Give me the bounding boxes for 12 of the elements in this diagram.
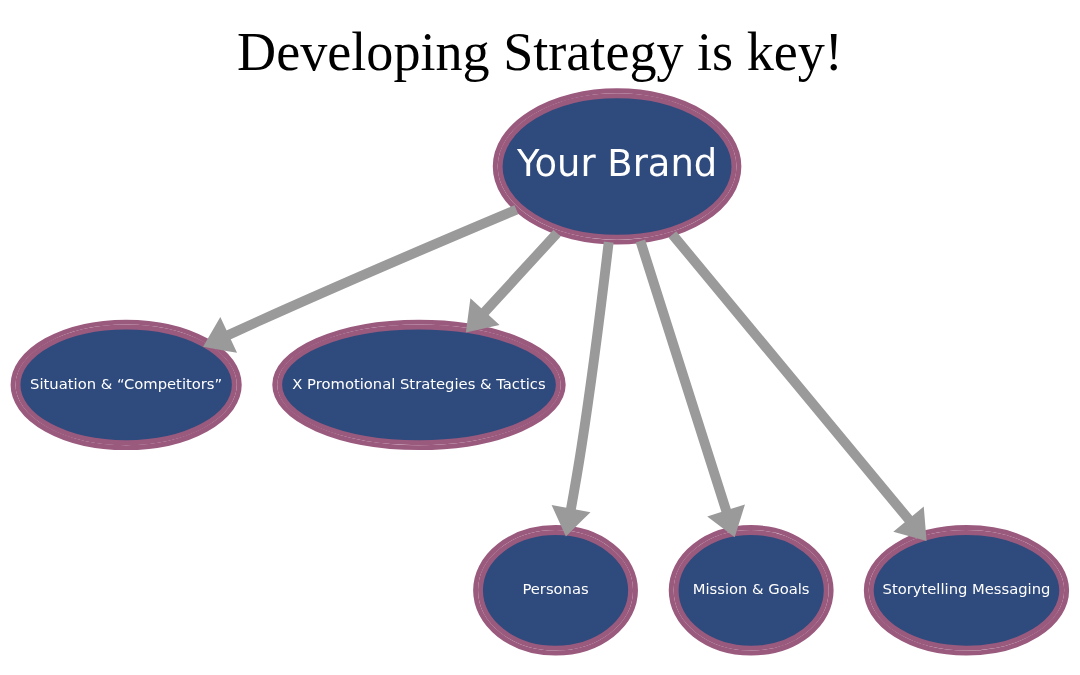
- arrow: [668, 231, 927, 541]
- arrow: [551, 241, 614, 537]
- arrow: [635, 239, 745, 538]
- arrow: [203, 205, 519, 353]
- node-ellipse: Storytelling Messaging: [863, 525, 1070, 656]
- node-ellipse: Your Brand: [492, 88, 742, 245]
- node-ellipse: Situation & “Competitors”: [10, 319, 242, 451]
- node-ellipse: Personas: [473, 525, 638, 656]
- diagram-title: Developing Strategy is key!: [237, 22, 843, 83]
- node-ellipse: Mission & Goals: [668, 525, 834, 656]
- node-ellipse: X Promotional Strategies & Tactics: [272, 319, 566, 451]
- arrow: [465, 229, 561, 333]
